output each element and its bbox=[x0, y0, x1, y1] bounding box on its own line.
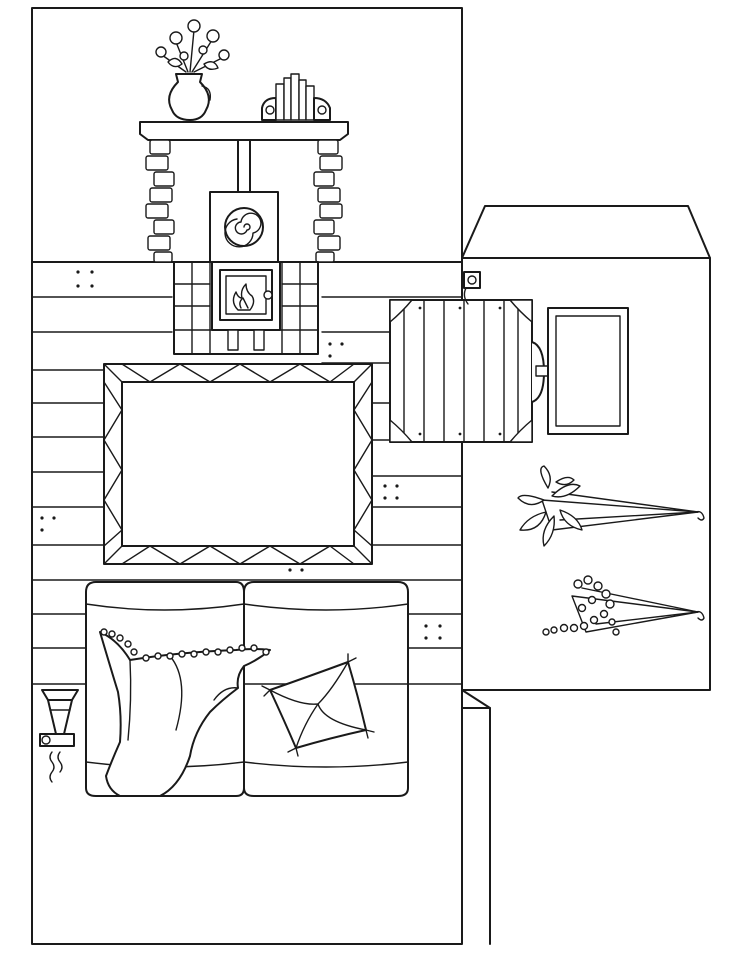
flower-vase-icon bbox=[155, 19, 230, 121]
mantel-shelf bbox=[139, 121, 349, 141]
brick-column-right bbox=[313, 139, 343, 263]
side-lamp-icon bbox=[39, 689, 79, 783]
blanket-fringe bbox=[100, 628, 270, 662]
wall-mirror-icon bbox=[547, 307, 629, 435]
spiral-icon bbox=[224, 207, 264, 248]
wood-stove-icon bbox=[173, 139, 319, 355]
cushion-icon bbox=[261, 653, 375, 757]
throw-blanket-icon bbox=[99, 628, 271, 797]
outline-cut-lines bbox=[31, 7, 711, 945]
radiator-icon bbox=[389, 299, 551, 443]
bookends-icon bbox=[261, 73, 331, 121]
hanging-plant-icon bbox=[542, 575, 705, 636]
framed-rug-icon bbox=[103, 363, 373, 565]
wall-outlet-icon bbox=[463, 271, 481, 305]
brick-column-left bbox=[145, 139, 175, 263]
flame-icon bbox=[232, 283, 255, 311]
hanging-plant-icon bbox=[517, 465, 705, 547]
